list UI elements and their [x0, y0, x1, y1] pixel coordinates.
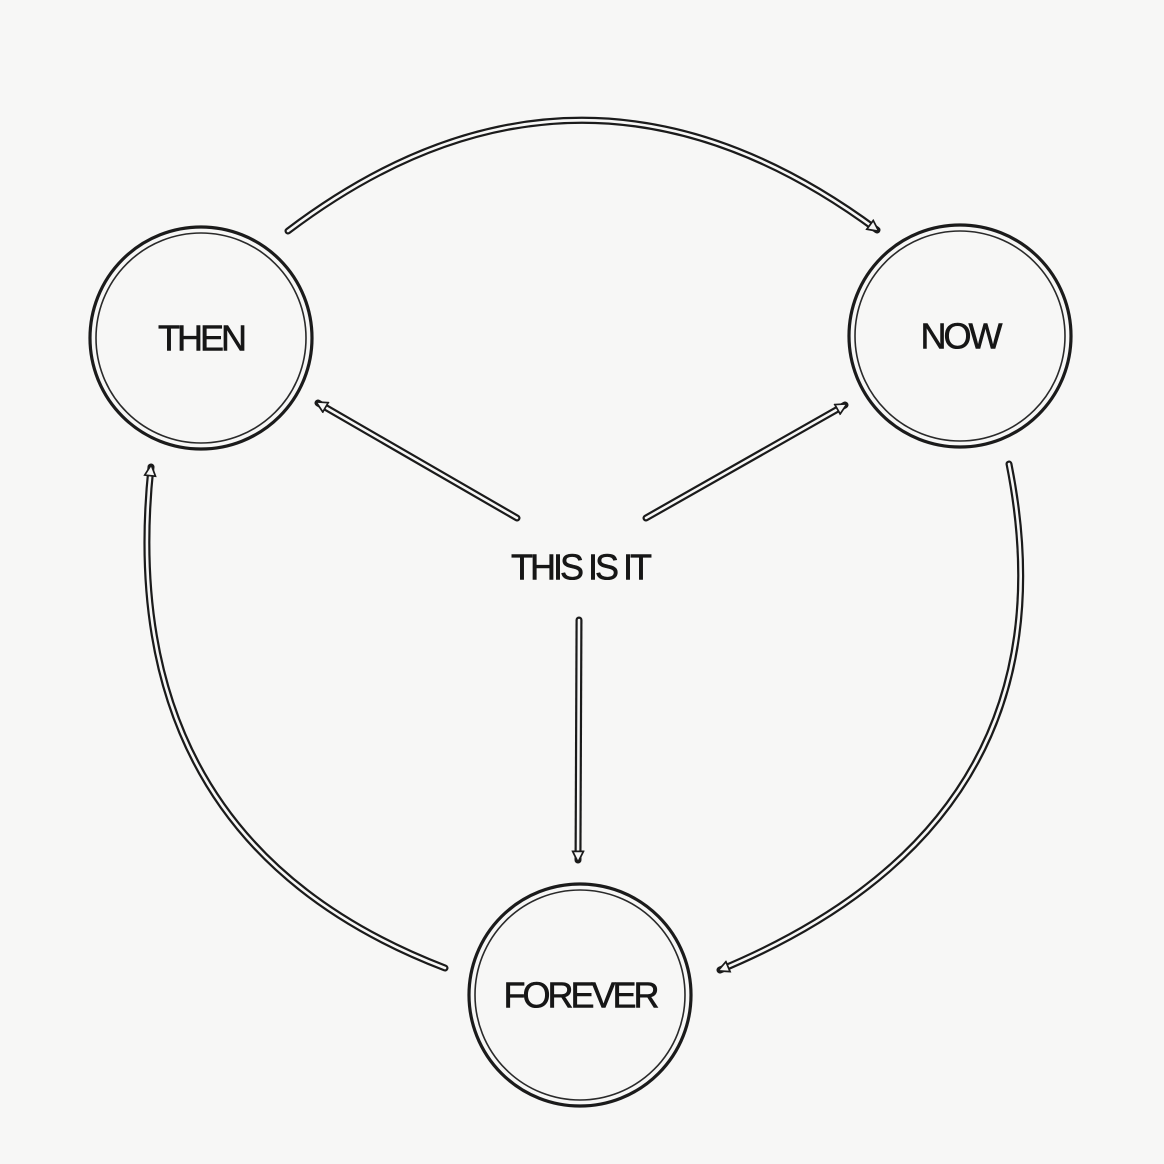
- edge-forever-to-then: [143, 467, 449, 972]
- node-now-ring: [847, 223, 1073, 449]
- node-now-ring-inner: [854, 230, 1066, 442]
- node-then-label: THEN: [158, 318, 245, 359]
- node-then-ring-inner: [95, 232, 307, 444]
- node-then: THEN: [88, 225, 314, 451]
- node-now-label: NOW: [921, 316, 1003, 357]
- node-forever: FOREVER: [467, 882, 693, 1108]
- edge-center-to-then: [318, 399, 521, 522]
- edge-center-to-now: [642, 401, 845, 522]
- node-then-ring: [88, 225, 314, 451]
- node-forever-label: FOREVER: [503, 975, 658, 1016]
- node-now: NOW: [847, 223, 1073, 449]
- edge-center-to-forever: [578, 616, 579, 864]
- center-label: THIS IS IT: [511, 547, 652, 588]
- edge-now-to-forever: [720, 460, 1025, 974]
- edge-then-to-now: [284, 116, 881, 235]
- node-forever-ring-inner: [474, 889, 686, 1101]
- node-forever-ring: [467, 882, 693, 1108]
